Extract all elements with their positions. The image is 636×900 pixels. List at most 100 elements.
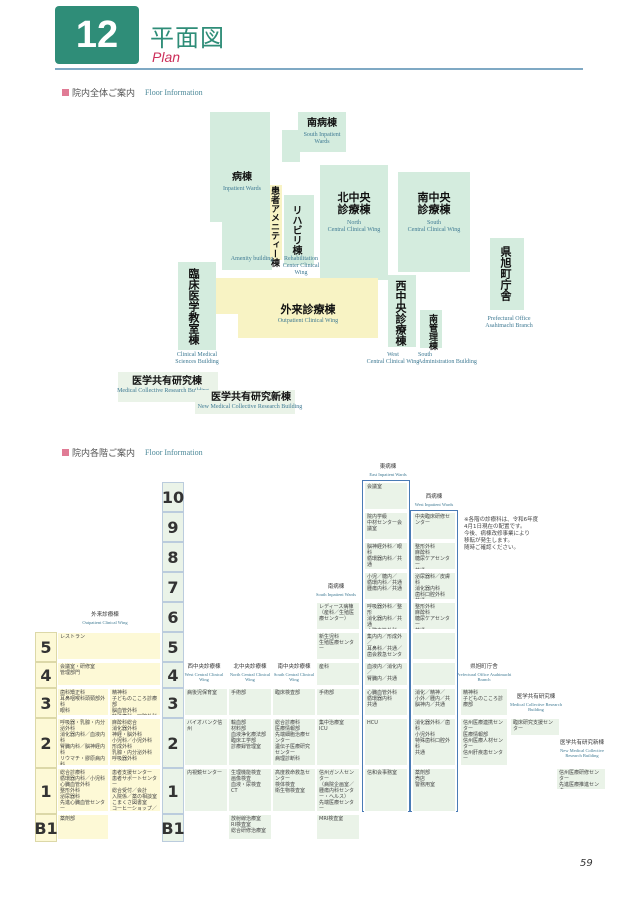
- west-ward-2f: 消化器外科／歯科 小児外科 特殊歯科口腔外科 共通: [412, 718, 456, 766]
- building-amenity: [270, 185, 282, 260]
- header-new-collective: 医学共有研究新棟: [559, 740, 604, 746]
- label-south-ward-en: South Inpatient Wards: [303, 132, 341, 145]
- floor-label-6: 6: [162, 602, 184, 632]
- prefectural-2f: 信州医療連携センター 医療情報部 信州医療人材センター 信州肝疾患センター: [460, 718, 508, 766]
- label-amenity-en: Amenity building: [230, 256, 274, 262]
- header-north-central: 北中央診療棟: [233, 664, 267, 670]
- building-outpatient-annex: [216, 278, 240, 314]
- outpatient-floor-5: 5: [35, 632, 57, 662]
- page-number: 59: [580, 858, 593, 869]
- outpatient-floor-2: 2: [35, 718, 57, 768]
- floor-label-4: 4: [162, 662, 184, 688]
- outpatient-floor-1: 1: [35, 768, 57, 814]
- north-central-2f: 輸血部 材料部 血液浄化療法部 臨床工学部 診療録管理室: [228, 718, 272, 766]
- label-amenity: 患者アメニティー棟: [269, 186, 279, 267]
- building-ward: [210, 112, 270, 222]
- floor-label-5: 5: [162, 632, 184, 662]
- label-new-collective: 医学共有研究新棟: [211, 392, 291, 403]
- floor-label-1: 1: [162, 768, 184, 814]
- header-north-central-en: North Central Clinical Wing: [229, 672, 271, 682]
- east-ward-1f: 信和会事務室: [364, 768, 408, 812]
- building-south-admin: [420, 310, 442, 348]
- south-ward-6f: レディース病棟 （産科／生殖医療センター）: [316, 602, 360, 630]
- outpatient-floor-3: 3: [35, 688, 57, 718]
- north-central-b1: 放射線治療室 RI検査室 総合研修治療室: [228, 814, 272, 840]
- section-title: 院内各階ご案内: [72, 449, 136, 459]
- east-ward-6f: 呼吸器外科／整形 消化器内科／共通 心臓血管外科: [364, 602, 408, 630]
- west-ward-3f: 消化／精神／ 小外／腫内／共 脳神内／共通: [412, 688, 456, 716]
- section-heading-overview: 院内全体ご案内 Floor Information: [62, 86, 203, 99]
- outpatient-floor-4: 4: [35, 662, 57, 688]
- building-clinical-education: [178, 262, 216, 350]
- south-ward-4f: 産科: [316, 662, 360, 686]
- chapter-number-badge: 12: [55, 6, 139, 64]
- label-rehab: リハビリ棟: [290, 205, 301, 255]
- label-outpatient-en: Outpatient Clinical Wing: [277, 318, 339, 324]
- west-ward-5f: [412, 632, 456, 660]
- prefectural-3f: 精神科 子どものこころ診療部: [460, 688, 508, 716]
- label-new-collective-en: New Medical Collective Research Building: [197, 404, 303, 410]
- header-east-ward-en: East Inpatient Wards: [369, 472, 407, 477]
- building-prefectural: [490, 238, 524, 310]
- header-west-central: 西中央診療棟: [187, 664, 221, 670]
- header-south-ward: 南病棟: [327, 584, 345, 590]
- outpatient-2f-a: 呼吸器・乳腺・内分泌外科 消化器内科／血液内科 腎臓内科／脳神経内科 リウマチ・…: [57, 718, 109, 766]
- building-south-ward-annex: [282, 130, 300, 162]
- header-divider: [55, 68, 583, 70]
- building-outpatient: [238, 278, 378, 338]
- west-central-3f: 病後児保育室: [184, 688, 228, 716]
- section-marker-icon: [62, 89, 69, 96]
- building-west-central: [388, 275, 416, 347]
- new-collective-1f: 信州医療研修センター 先進医療推進センター: [556, 768, 606, 790]
- header-new-collective-en: New Medical Collective Research Building: [560, 748, 604, 758]
- label-west-central-en: West Central Clinical Wing: [366, 352, 420, 365]
- east-ward-4f: 血液内／消化内／ 腎臓内／共通: [364, 662, 408, 686]
- header-west-ward-en: West Inpatient Wards: [414, 502, 454, 507]
- outpatient-2f-b: 麻酔科総合 消化器外科 神経・脳外科 小児科／小児外科 形成外科 乳腺・内分泌外…: [109, 718, 161, 766]
- east-ward-9f: 院内学級 中材センター会議室: [364, 512, 408, 540]
- section-marker-icon: [62, 449, 69, 456]
- building-new-collective: [195, 390, 295, 414]
- outpatient-1f-b: 患者支援センター 患者サポートセンター 総合受付／会計 入院係／薬の相談室 こま…: [109, 768, 161, 812]
- floor-label-9: 9: [162, 512, 184, 542]
- label-rehab-en: Rehabilitation Center Clinical Wing: [282, 256, 320, 276]
- east-ward-8f: 脳神経外科／眼科 循環器内科／共通: [364, 542, 408, 570]
- building-ward-lower: [222, 210, 272, 270]
- floor-label-b1: B1: [161, 814, 185, 842]
- east-ward-10f: 会議室: [364, 482, 408, 510]
- south-ward-5f: 新生児科 生殖医療センター: [316, 632, 360, 660]
- header-prefectural-en: Prefectural Office Asahimachi Branch: [456, 672, 512, 682]
- outpatient-floor-b1: B1: [34, 814, 58, 842]
- label-prefectural-en: Prefectural Office Asahimachi Branch: [485, 316, 533, 329]
- header-south-central: 南中央診療棟: [277, 664, 311, 670]
- label-north-central-en: North Central Clinical Wing: [327, 220, 381, 233]
- header-west-ward: 西病棟: [425, 494, 443, 500]
- floor-label-2: 2: [162, 718, 184, 768]
- label-south-admin: 南管理棟: [427, 314, 437, 350]
- west-ward-6f: 整形外科 麻酔科 糖尿ケアセンター 共通: [412, 602, 456, 630]
- east-ward-3f: 心臓血管外科 循環器内科 共通: [364, 688, 408, 716]
- building-south-central: [398, 172, 470, 272]
- north-central-1f: 生理機能検査 画像検査 血液・尿検査 CT: [228, 768, 272, 812]
- floor-label-7: 7: [162, 572, 184, 602]
- outpatient-4f: 会議室・研修室 管理部門: [57, 662, 161, 686]
- section-heading-floors: 院内各階ご案内 Floor Information: [62, 446, 203, 459]
- header-collective: 医学共有研究棟: [516, 694, 556, 700]
- east-ward-7f: 小児／糖内／ 循環内科／共通 腫瘍内科／共通: [364, 572, 408, 600]
- label-south-central-en: South Central Clinical Wing: [407, 220, 461, 233]
- building-south-ward: [298, 112, 346, 152]
- east-ward-2f: HCU: [364, 718, 408, 766]
- west-ward-8f: 整形外科 麻酔科 糖尿ケアセンター 共通: [412, 542, 456, 570]
- label-clinical-education: 臨床医学教室棟: [187, 268, 200, 345]
- header-collective-en: Medical Collective Research Building: [510, 702, 562, 712]
- label-north-central: 北中央 診療棟: [337, 191, 371, 216]
- label-prefectural: 県旭町庁舎: [499, 246, 512, 301]
- west-central-2f: バイオバンク信州: [184, 718, 228, 766]
- west-central-1f: 内視鏡センター: [184, 768, 228, 812]
- west-ward-4f: [412, 662, 456, 686]
- section-title-en: Floor Information: [145, 448, 203, 457]
- label-collective: 医学共有研究棟: [132, 376, 202, 387]
- outpatient-3f-b: 精神科 子どものこころ診療部 脳血管外科 特殊歯科・口腔外科: [109, 688, 161, 716]
- floor-note: ※各階の診療科は、令和6年度 4月1日現在の配置です。 今後、病棟改修事業により…: [464, 517, 539, 551]
- label-ward-en: Inpatient Wards: [223, 186, 261, 192]
